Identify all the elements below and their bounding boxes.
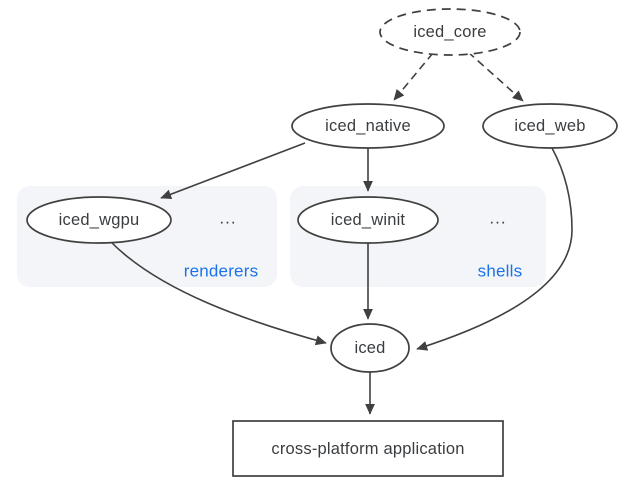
group-label-shells: shells	[477, 261, 523, 281]
edge-iced_web-iced	[416, 147, 573, 351]
node-iced-web-ellipse	[482, 103, 618, 149]
node-iced-winit-ellipse	[297, 196, 439, 244]
node-label-iced-web: iced_web	[514, 116, 586, 135]
edge-iced_core-iced_web	[467, 51, 524, 102]
edge-iced_wgpu-iced	[109, 240, 327, 346]
edge-iced_native-iced_wgpu	[160, 142, 306, 200]
group-label-renderers: renderers	[183, 261, 259, 281]
node-iced-native-ellipse	[291, 103, 445, 149]
node-label-iced: iced	[354, 338, 386, 357]
group-shells-ellipsis: ...	[489, 208, 507, 228]
node-label-iced-native: iced_native	[325, 116, 411, 135]
node-application-rect	[232, 420, 504, 477]
node-iced-core-ellipse	[379, 8, 521, 56]
node-label-application: cross-platform application	[271, 439, 465, 458]
node-iced-ellipse	[330, 323, 410, 373]
node-label-iced-wgpu: iced_wgpu	[58, 210, 140, 229]
edge-iced_core-iced_native	[393, 52, 434, 101]
node-iced-wgpu-ellipse	[26, 196, 172, 244]
node-label-iced-winit: iced_winit	[330, 210, 406, 229]
node-label-iced-core: iced_core	[413, 22, 487, 41]
group-renderers-ellipsis: ...	[219, 208, 237, 228]
